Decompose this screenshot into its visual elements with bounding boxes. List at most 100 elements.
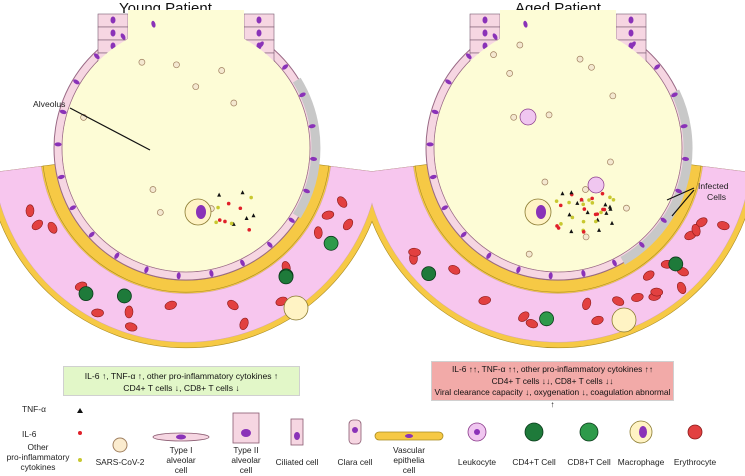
- virus: [192, 83, 200, 91]
- nucleus: [445, 79, 452, 85]
- erythrocyte: [676, 281, 687, 294]
- legend-icons: [77, 408, 703, 462]
- other-cytokine-icon: [78, 458, 82, 462]
- virus-icon: [112, 437, 128, 453]
- virus: [582, 186, 589, 193]
- tnf-alpha: [608, 206, 613, 211]
- il-6: [581, 230, 586, 234]
- airway-cover: [128, 10, 244, 160]
- virus: [582, 233, 590, 241]
- nucleus: [54, 142, 62, 147]
- nucleus: [628, 16, 634, 24]
- nucleus: [671, 92, 678, 98]
- airway-cover: [500, 10, 616, 160]
- nucleus: [209, 269, 214, 277]
- nucleus: [612, 259, 617, 267]
- nucleus: [523, 20, 528, 28]
- other-cytokine: [214, 220, 218, 225]
- il-6: [558, 203, 563, 208]
- nucleus: [73, 79, 80, 85]
- infected-cells-label-line1: Infected: [698, 181, 729, 191]
- nucleus: [241, 429, 251, 437]
- infected-cells-label-line2: Cells: [707, 192, 727, 202]
- other-cytokine: [570, 215, 575, 220]
- tnf-alpha: [610, 220, 615, 225]
- erythrocyte: [582, 297, 592, 311]
- erythrocyte: [164, 300, 177, 310]
- erythrocyte: [25, 204, 35, 218]
- il-6: [226, 201, 231, 206]
- tnf-alpha: [597, 227, 602, 232]
- cd8-t-cell: [323, 235, 339, 251]
- other-cytokine: [593, 219, 598, 224]
- tnf-alpha: [603, 202, 608, 207]
- young-summary-line: CD4+ T cells ↓, CD8+ T cells ↓: [123, 383, 240, 393]
- legend-tnf-label: TNF-α: [22, 404, 46, 414]
- erythrocyte: [650, 287, 664, 297]
- nucleus: [482, 29, 488, 37]
- nucleus: [465, 53, 472, 60]
- il-6: [602, 207, 607, 212]
- virus: [623, 204, 630, 212]
- erythrocyte: [408, 247, 421, 257]
- nucleus: [628, 29, 634, 37]
- erythrocyte: [342, 218, 354, 231]
- il-6: [600, 191, 605, 196]
- other-cytokine: [590, 201, 595, 205]
- erythrocyte: [124, 305, 134, 319]
- legend-item-label: Type I alveolar cell: [166, 445, 196, 475]
- virus: [541, 178, 549, 186]
- erythrocyte: [47, 221, 58, 234]
- nucleus: [151, 20, 156, 28]
- erythrocyte: [448, 265, 461, 275]
- legend-item-label: CD8+T Cell: [567, 457, 611, 467]
- virus: [588, 63, 595, 71]
- nucleus: [474, 429, 480, 435]
- nucleus: [114, 252, 120, 259]
- nucleus: [88, 231, 95, 238]
- tnf-alpha: [604, 210, 609, 215]
- virus: [138, 58, 146, 66]
- tnf-alpha: [560, 191, 565, 196]
- aged-summary-box: IL-6 ↑↑, TNF-α ↑↑, other pro-inflammator…: [431, 361, 674, 409]
- nucleus: [680, 124, 688, 129]
- il-6: [238, 206, 243, 211]
- nucleus: [258, 41, 264, 48]
- erythrocyte: [631, 292, 644, 302]
- aged-summary-line: CD4+ T cells ↓↓, CD8+ T cells ↓↓: [491, 375, 614, 386]
- erythrocyte: [717, 221, 730, 231]
- virus: [173, 61, 180, 69]
- other-cytokine: [581, 219, 586, 224]
- legend-item-label: CD4+T Cell: [512, 457, 556, 467]
- legend-item-label: Leukocyte: [457, 457, 497, 467]
- il-6: [593, 212, 598, 217]
- erythrocyte: [525, 319, 538, 329]
- il-6: [556, 226, 561, 230]
- other-cytokine: [611, 197, 616, 202]
- il-6: [247, 228, 252, 232]
- nucleus: [310, 156, 318, 161]
- legend-item-label: Erythrocyte: [673, 457, 717, 467]
- nucleus: [581, 269, 586, 277]
- tnf-alpha: [585, 210, 590, 215]
- other-cytokine: [608, 195, 612, 200]
- virus: [516, 41, 524, 49]
- young-patient-alveolus-diagram: [0, 10, 372, 349]
- macrophage: [283, 295, 309, 321]
- legend-item-label: Ciliated cell: [275, 457, 319, 467]
- il-6: [590, 196, 594, 201]
- young-summary-box: IL-6 ↑, TNF-α ↑, other pro-inflammatory …: [63, 366, 300, 396]
- legend-item-label: Macrophage: [617, 457, 665, 467]
- il-6: [582, 207, 587, 211]
- nucleus: [196, 205, 206, 219]
- erythrocyte: [518, 311, 530, 322]
- other-cytokine: [249, 195, 253, 200]
- nucleus: [486, 252, 492, 259]
- il-6: [217, 218, 222, 222]
- erythrocyte: [612, 296, 625, 306]
- virus: [156, 209, 164, 216]
- nucleus: [240, 259, 245, 267]
- nucleus: [57, 174, 65, 180]
- nucleus: [492, 33, 498, 40]
- nucleus: [120, 33, 126, 40]
